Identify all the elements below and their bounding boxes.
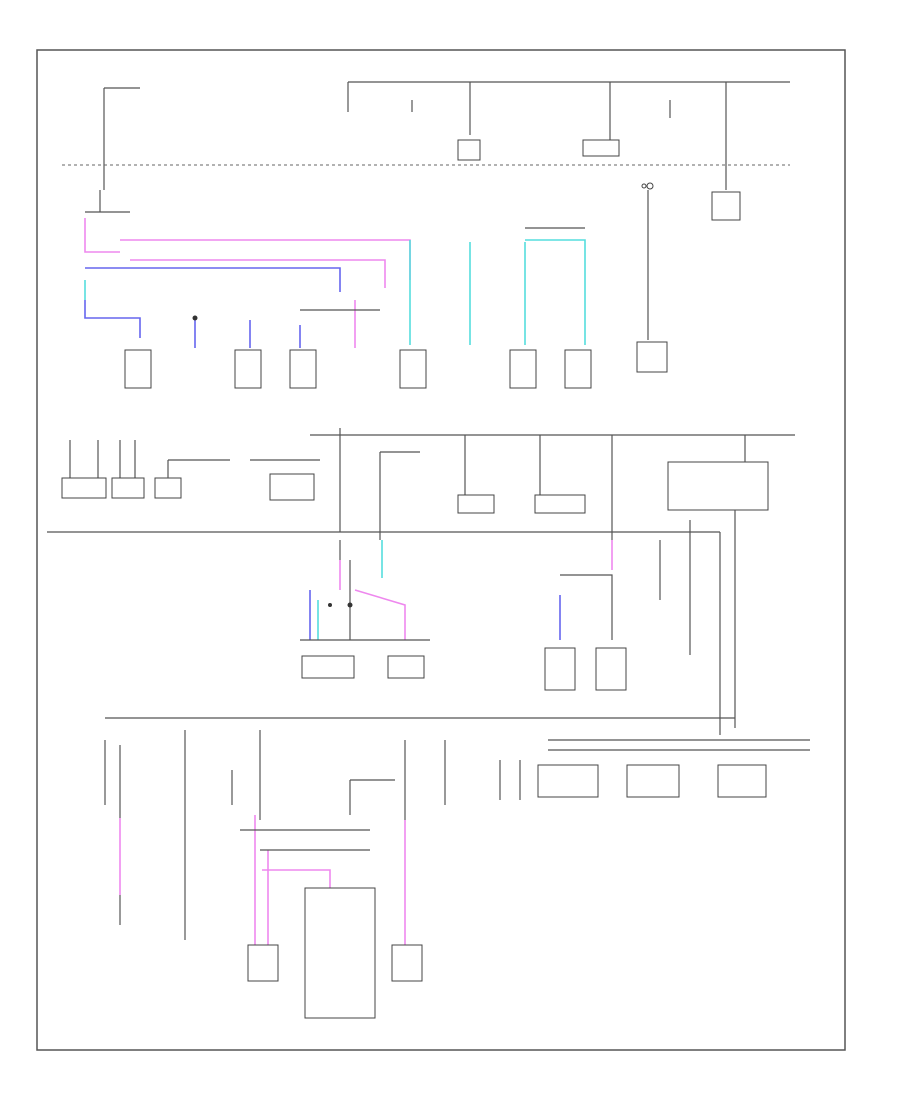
center-relay-right xyxy=(387,655,425,679)
sensor-left xyxy=(544,647,576,691)
coil-2 xyxy=(234,349,262,389)
right-fuse-block xyxy=(636,341,668,373)
center-harness xyxy=(300,540,430,679)
bottom-module-2 xyxy=(391,944,423,982)
bottom-relay-1 xyxy=(537,764,599,798)
bottom-module-1 xyxy=(247,944,279,982)
coil-4 xyxy=(399,349,427,389)
center-relay-left xyxy=(301,655,355,679)
top-right-module xyxy=(711,191,741,221)
coil-5 xyxy=(509,349,537,389)
switch-box xyxy=(667,461,769,511)
coil-row xyxy=(124,349,592,389)
bottom-relay-3 xyxy=(717,764,767,798)
bottom-harness xyxy=(119,815,423,1019)
bottom-relay-2 xyxy=(626,764,680,798)
top-components xyxy=(457,139,741,373)
relay-2 xyxy=(111,477,145,499)
right-middle-harness xyxy=(544,510,736,728)
coil-6 xyxy=(564,349,592,389)
coil-1 xyxy=(124,349,152,389)
relay-4 xyxy=(269,473,315,501)
diagram-frame xyxy=(36,49,846,1051)
bottom-center-module xyxy=(304,887,376,1019)
relay-1 xyxy=(61,477,107,499)
relay-3 xyxy=(154,477,182,499)
relay-5 xyxy=(457,494,495,514)
relay-row xyxy=(61,428,795,540)
relay-6 xyxy=(534,494,586,514)
bottom-feeds xyxy=(104,730,810,820)
upper-harness xyxy=(84,190,586,348)
coil-3 xyxy=(289,349,317,389)
top-power-feed xyxy=(62,81,790,190)
sensor-right xyxy=(595,647,627,691)
